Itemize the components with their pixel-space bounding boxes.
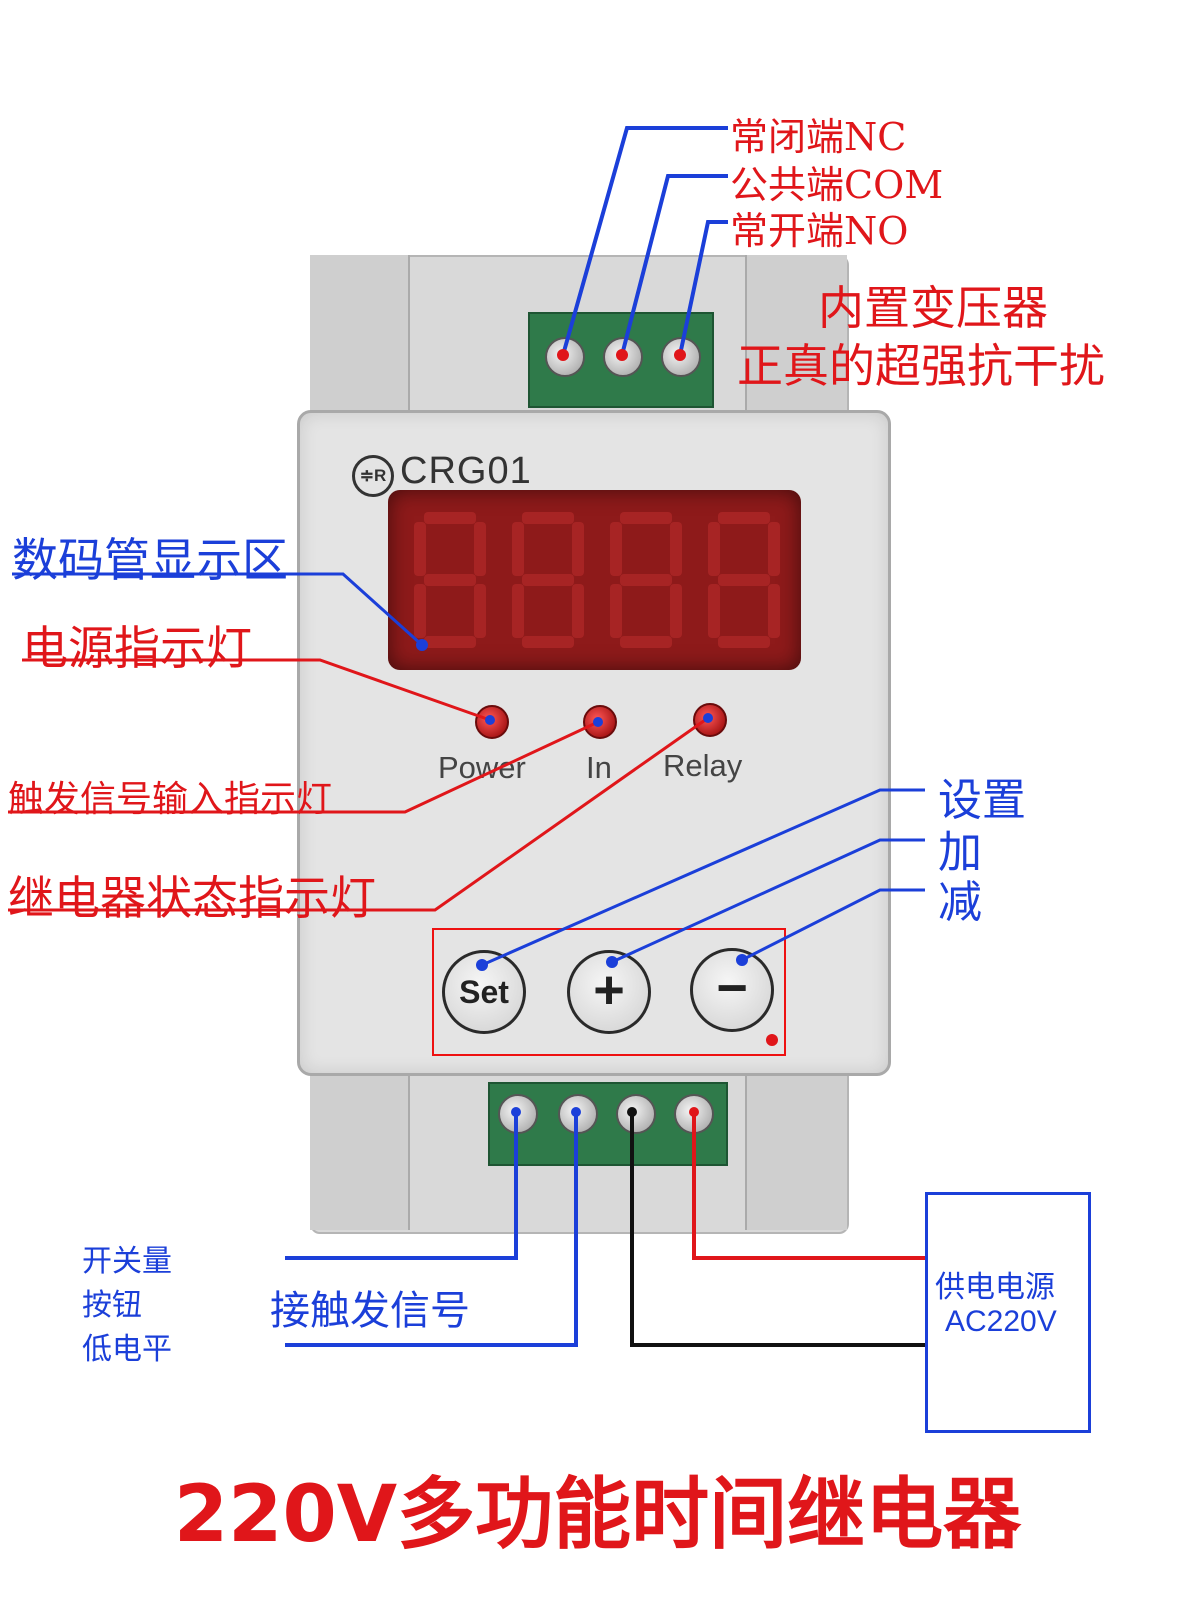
display-digit-3 [610,512,682,648]
dot-minus [736,954,748,966]
dot-input-led [593,717,603,727]
wire-signal-2 [285,1112,578,1347]
page-title: 220V多功能时间继电器 [173,1470,1022,1560]
label-power-value: AC220V [945,1305,1057,1338]
display-digit-1 [414,512,486,648]
dot-signal-1 [511,1107,521,1117]
dot-button-box [766,1034,778,1046]
line-minus [741,888,925,962]
label-trigger-signal: 接触发信号 [270,1288,470,1334]
wire-power-live [692,1112,925,1260]
dot-set [476,959,488,971]
button-group-highlight [432,928,786,1056]
power-led-label: Power [438,750,526,785]
minus-button[interactable]: − [690,948,774,1032]
label-power-indicator: 电源指示灯 [22,621,252,675]
dot-display [416,639,428,651]
dot-signal-2 [571,1107,581,1117]
label-set: 设置 [938,775,1026,826]
model-name: CRG01 [400,450,532,492]
label-nc: 常闭端NC [730,115,907,159]
dot-power-led [485,715,495,725]
dot-relay-led [703,713,713,723]
label-trigger-indicator: 触发信号输入指示灯 [8,779,333,820]
label-power-supply: 供电电源 [935,1270,1055,1305]
display-digit-4 [708,512,780,648]
line-relay-led [8,716,709,912]
dot-plus [606,956,618,968]
line-com [620,174,728,356]
line-plus [611,838,925,964]
brand-logo-icon: ≑R [352,455,394,497]
feature-line-2: 正真的超强抗干扰 [737,339,1105,393]
label-display-area: 数码管显示区 [12,533,288,587]
label-com: 公共端COM [730,163,944,207]
line-nc [561,126,728,356]
line-no [678,220,728,356]
wire-power-neutral [630,1112,925,1347]
signal-type-button: 按钮 [82,1288,142,1323]
signal-type-switch: 开关量 [82,1244,172,1279]
line-power-led [22,658,491,722]
feature-line-1: 内置变压器 [818,281,1048,335]
seven-segment-display [388,490,801,670]
label-minus: 减 [938,877,982,928]
label-no: 常开端NO [730,209,909,253]
wire-signal-1 [285,1112,518,1260]
label-plus: 加 [938,827,982,878]
power-supply-box [925,1192,1091,1433]
dot-power-live [689,1107,699,1117]
dot-nc [557,349,569,361]
line-display [12,572,424,647]
dot-power-neutral [627,1107,637,1117]
power-led [475,705,509,739]
signal-type-low-level: 低电平 [82,1332,172,1367]
label-relay-indicator: 继电器状态指示灯 [8,871,376,925]
relay-led-label: Relay [663,748,743,783]
display-digit-2 [512,512,584,648]
input-led-label: In [586,750,612,785]
line-input-led [8,720,599,814]
dot-com [616,349,628,361]
dot-no [674,349,686,361]
line-set [481,788,925,967]
